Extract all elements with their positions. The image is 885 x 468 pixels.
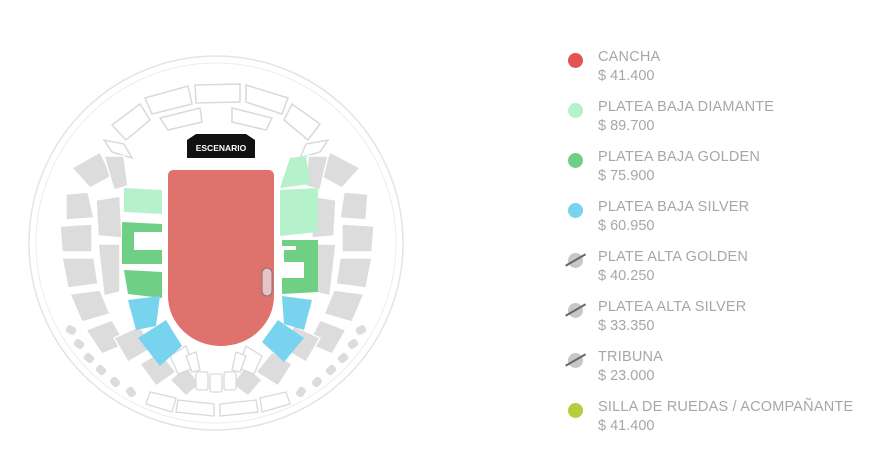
legend-name: TRIBUNA (598, 349, 664, 365)
platea-baja-silver[interactable] (128, 296, 312, 366)
legend-item-cancha[interactable]: CANCHA $ 41.400 (565, 46, 865, 96)
platea-baja-golden[interactable] (122, 222, 318, 298)
legend-name: PLATEA ALTA SILVER (598, 299, 747, 315)
legend-item-tribuna: TRIBUNA $ 23.000 (565, 346, 865, 396)
legend-item-platea-baja-silver[interactable]: PLATEA BAJA SILVER $ 60.950 (565, 196, 865, 246)
tribuna-sections[interactable] (102, 83, 330, 160)
legend-price: $ 40.250 (598, 268, 655, 284)
legend-price: $ 89.700 (598, 118, 655, 134)
legend-item-platea-baja-diamante[interactable]: PLATEA BAJA DIAMANTE $ 89.700 (565, 96, 865, 146)
legend-name: PLATEA BAJA DIAMANTE (598, 99, 775, 115)
legend-name: PLATEA BAJA SILVER (598, 199, 750, 215)
price-legend: CANCHA $ 41.400 PLATEA BAJA DIAMANTE $ 8… (565, 46, 865, 446)
legend-price: $ 41.400 (598, 68, 655, 84)
legend-price: $ 23.000 (598, 368, 655, 384)
legend-name: CANCHA (598, 49, 661, 65)
stage: ESCENARIO (187, 134, 255, 158)
status-dot-icon (568, 403, 583, 418)
sold-out-icon (568, 253, 583, 268)
venue-inner-ring (35, 62, 397, 424)
legend-item-plate-alta-golden: PLATE ALTA GOLDEN $ 40.250 (565, 246, 865, 296)
platea-alta-left[interactable] (59, 150, 129, 355)
status-dot-icon (568, 153, 583, 168)
sold-out-icon (568, 303, 583, 318)
legend-name: PLATE ALTA GOLDEN (598, 249, 749, 265)
legend-price: $ 33.350 (598, 318, 655, 334)
status-dot-icon (568, 53, 583, 68)
legend-name: SILLA DE RUEDAS / ACOMPAÑANTE (598, 399, 854, 415)
legend-name: PLATEA BAJA GOLDEN (598, 149, 761, 165)
legend-item-silla-de-ruedas[interactable]: SILLA DE RUEDAS / ACOMPAÑANTE $ 41.400 (565, 396, 865, 446)
wheelchair-area-markers (65, 325, 367, 398)
cancha-sound-booth (261, 267, 273, 297)
venue-outer-ring (28, 55, 404, 431)
cancha-section[interactable] (168, 170, 274, 346)
legend-item-platea-baja-golden[interactable]: PLATEA BAJA GOLDEN $ 75.900 (565, 146, 865, 196)
legend-price: $ 41.400 (598, 418, 655, 434)
tribuna-bottom-sections[interactable] (145, 345, 291, 417)
status-dot-icon (568, 203, 583, 218)
legend-price: $ 60.950 (598, 218, 655, 234)
status-dot-icon (568, 103, 583, 118)
legend-price: $ 75.900 (598, 168, 655, 184)
platea-alta-bottom[interactable] (112, 325, 322, 398)
venue-seating-map: ESCENARIO (28, 55, 404, 431)
sold-out-icon (568, 353, 583, 368)
stage-label: ESCENARIO (196, 143, 247, 153)
platea-baja-diamante[interactable] (124, 156, 318, 236)
legend-item-platea-alta-silver: PLATEA ALTA SILVER $ 33.350 (565, 296, 865, 346)
